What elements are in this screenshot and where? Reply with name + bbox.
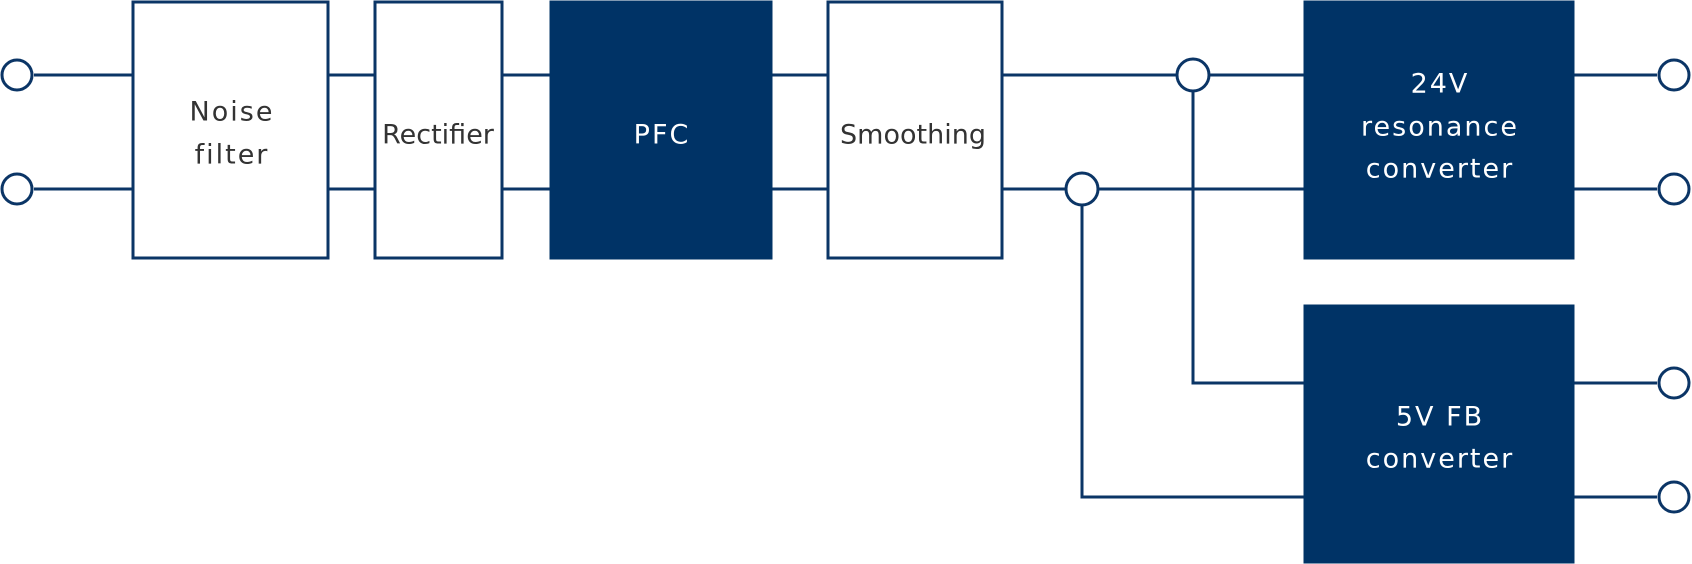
resonance-converter-block: 24V resonance converter [1303, 0, 1575, 260]
wire-branch-bottom [1080, 205, 1305, 499]
resonance-converter-label-1: 24V [1411, 69, 1470, 100]
wires [34, 73, 1657, 499]
output-terminal-4 [1657, 480, 1691, 514]
smoothing-label: Smoothing [840, 120, 986, 151]
output-terminal-1 [1657, 58, 1691, 92]
rectifier-label: Rectifier [382, 120, 495, 151]
junction-node-bottom [1064, 171, 1100, 207]
fb-converter-label-2: converter [1366, 444, 1514, 475]
input-terminal-bottom [0, 172, 34, 206]
output-terminal-3 [1657, 366, 1691, 400]
rectifier-block: Rectifier [373, 0, 504, 260]
pfc-label: PFC [634, 120, 691, 151]
output-terminal-2 [1657, 172, 1691, 206]
noise-filter-block: Noise filter [131, 0, 330, 260]
input-terminal-top [0, 58, 34, 92]
fb-converter-block: 5V FB converter [1303, 304, 1575, 564]
wire-branch-top [1191, 91, 1305, 385]
resonance-converter-label-2: resonance [1361, 112, 1519, 143]
pfc-block: PFC [549, 0, 773, 260]
resonance-converter-label-3: converter [1366, 154, 1514, 185]
noise-filter-label-2: filter [195, 140, 270, 171]
junction-node-top [1175, 57, 1211, 93]
fb-converter-label-1: 5V FB [1396, 402, 1484, 433]
smoothing-block: Smoothing [826, 0, 1004, 260]
noise-filter-label-1: Noise [190, 97, 275, 128]
terminals [0, 57, 1691, 514]
